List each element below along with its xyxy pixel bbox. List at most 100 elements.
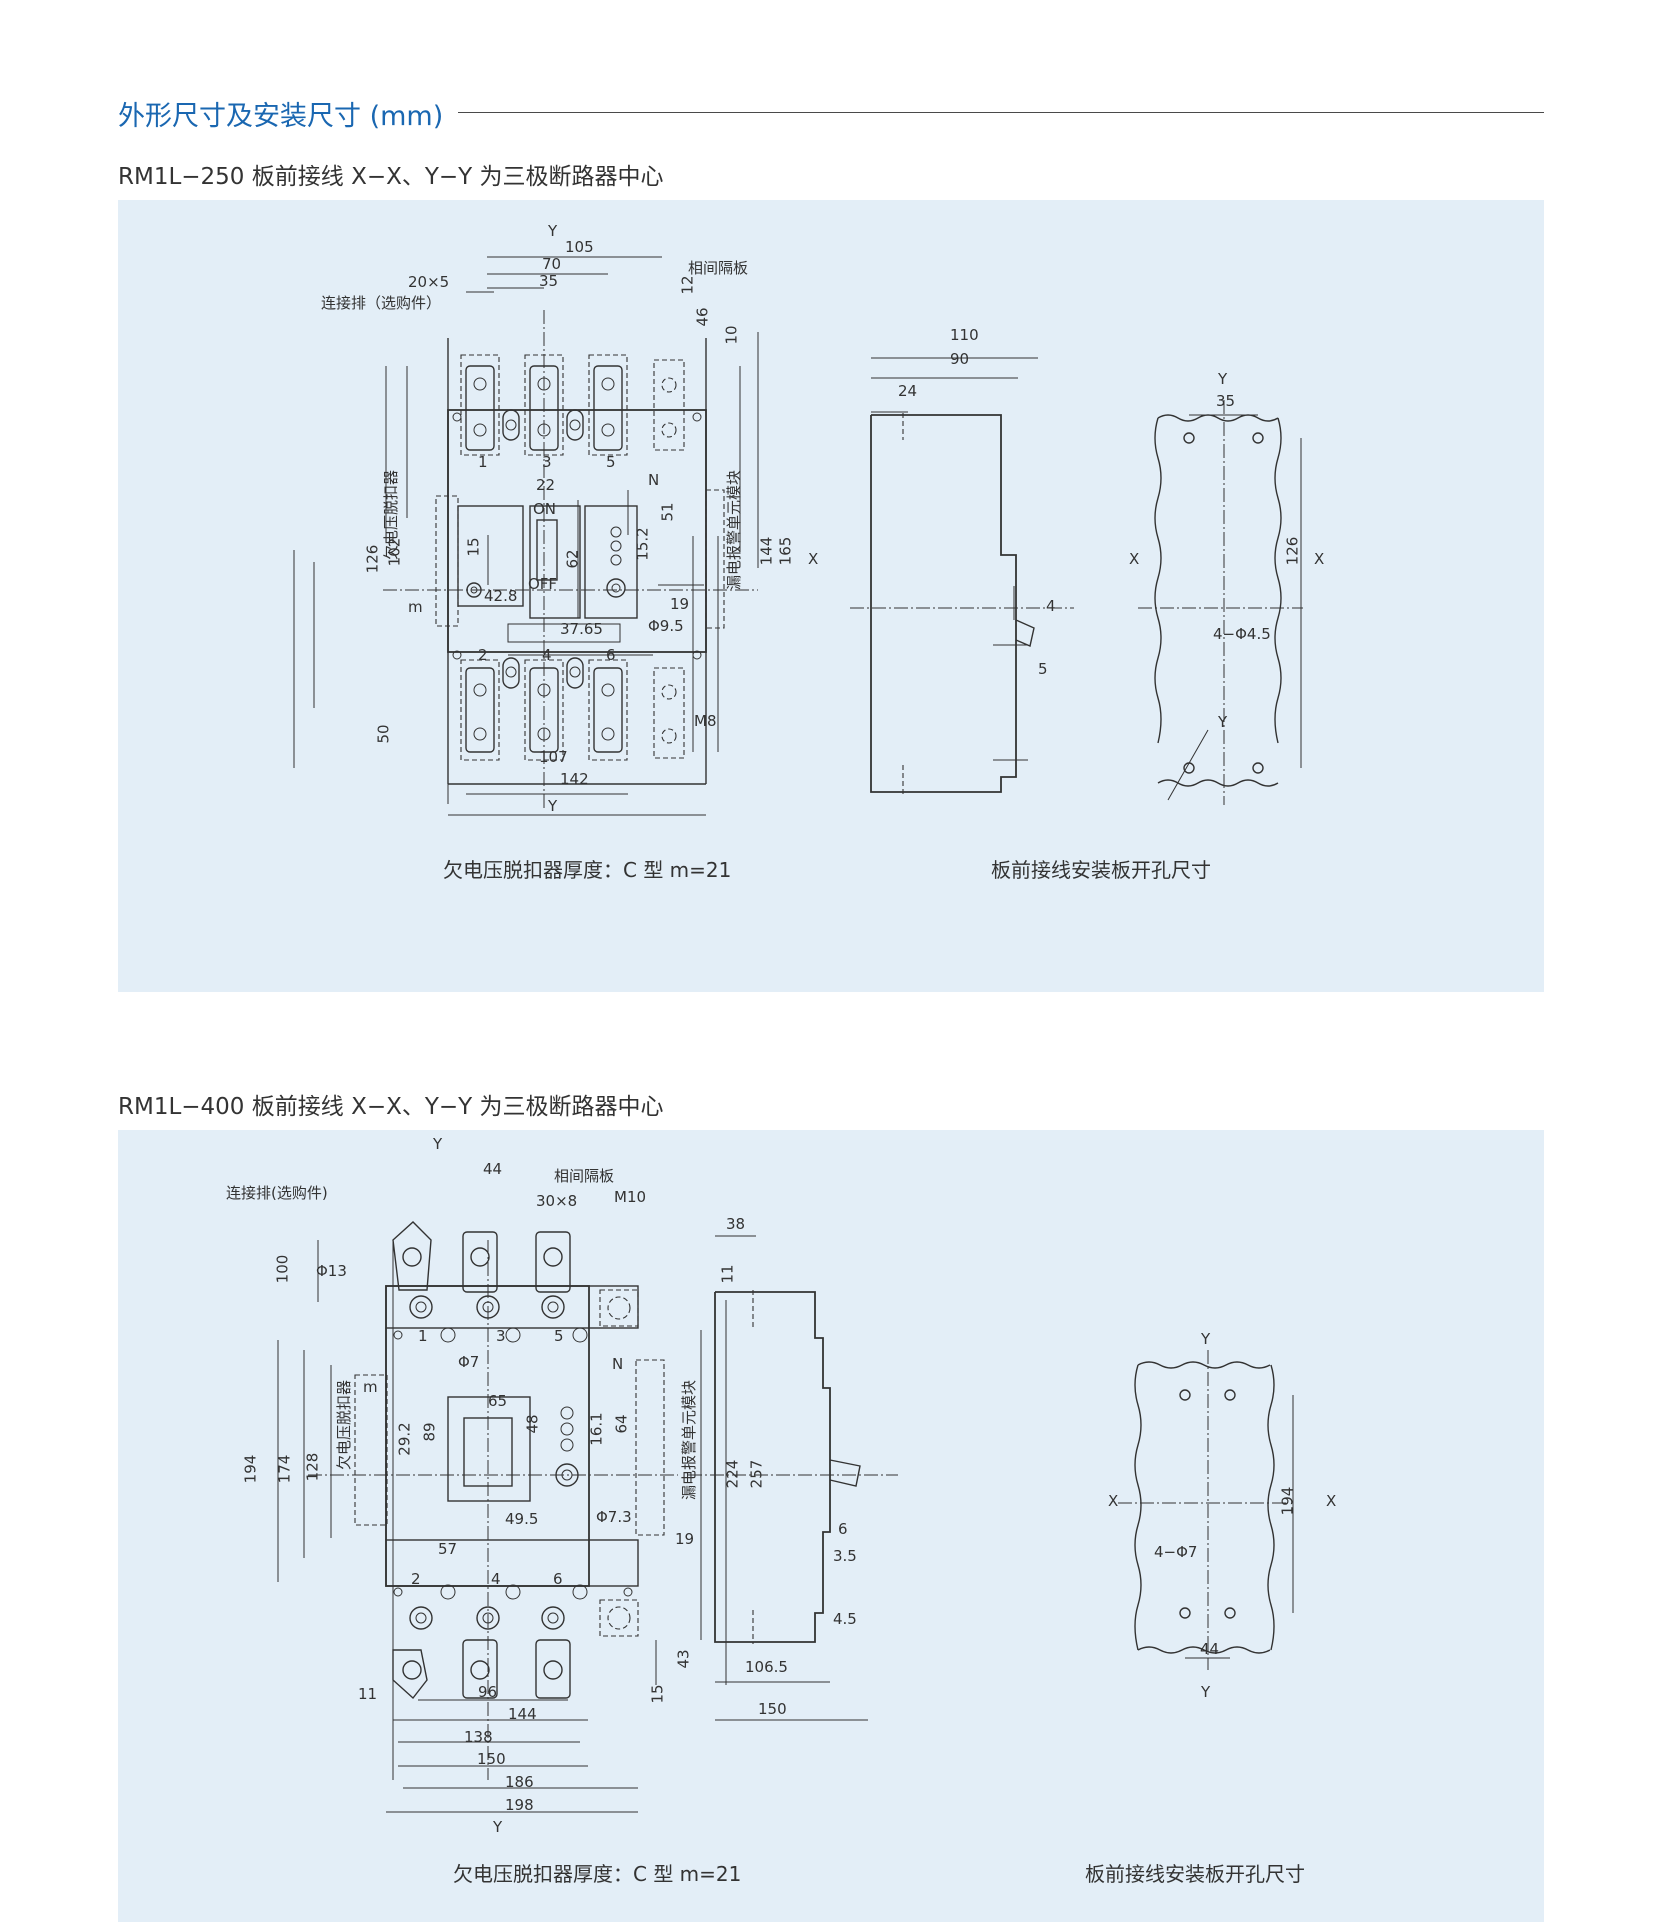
dim-198-400: 198 bbox=[505, 1796, 534, 1814]
dim-96-400: 96 bbox=[478, 1683, 498, 1701]
label-phase-barrier-400: 相间隔板 bbox=[554, 1167, 615, 1185]
dim-126: 126 bbox=[363, 544, 382, 574]
label-x-front: X bbox=[808, 550, 819, 568]
caption-undervoltage-250: 欠电压脱扣器厚度：C 型 m=21 bbox=[443, 858, 732, 882]
label-y-top: Y bbox=[548, 222, 558, 240]
dim-142: 142 bbox=[560, 770, 589, 788]
label-on: ON bbox=[533, 500, 557, 518]
dim-100-400: 100 bbox=[273, 1254, 292, 1284]
hole-label-x-right: X bbox=[1314, 550, 1325, 568]
dim-194-400: 194 bbox=[241, 1454, 260, 1484]
dim-15-2: 15.2 bbox=[633, 527, 652, 561]
label-n: N bbox=[648, 471, 660, 489]
hole-label-y-top-400: Y bbox=[1201, 1330, 1211, 1348]
dim-11-400: 11 bbox=[718, 1264, 737, 1284]
dim-144-400: 144 bbox=[508, 1705, 537, 1723]
hole-dim-4phi7-400: 4−Φ7 bbox=[1154, 1543, 1198, 1561]
hole-label-y-bottom-400: Y bbox=[1201, 1683, 1211, 1701]
side-dim-38: 38 bbox=[726, 1215, 746, 1233]
label-y-bottom-400: Y bbox=[493, 1818, 503, 1836]
dim-16-1-400: 16.1 bbox=[587, 1412, 606, 1446]
hole-dim-194-400: 194 bbox=[1278, 1486, 1297, 1516]
hole-dim-44-400: 44 bbox=[1200, 1640, 1220, 1658]
label-undervoltage-400: 欠电压脱扣器 bbox=[335, 1379, 353, 1470]
label-connector-400: 连接排(选购件) bbox=[226, 1184, 328, 1202]
dim-150-400: 150 bbox=[477, 1750, 506, 1768]
side-dim-24: 24 bbox=[898, 382, 918, 400]
caption-cutout-400: 板前接线安装板开孔尺寸 bbox=[1085, 1862, 1305, 1886]
dim-46: 46 bbox=[693, 307, 712, 327]
section-title: 外形尺寸及安装尺寸 (mm) bbox=[118, 101, 444, 132]
hole-label-x-left-400: X bbox=[1108, 1492, 1119, 1510]
dim-37-65: 37.65 bbox=[560, 620, 603, 638]
dim-65-400: 65 bbox=[488, 1392, 508, 1410]
label-off: OFF bbox=[528, 575, 558, 593]
dim-50: 50 bbox=[374, 724, 393, 744]
dim-15: 15 bbox=[464, 537, 483, 557]
dim-22: 22 bbox=[536, 476, 556, 494]
label-m: m bbox=[408, 598, 423, 616]
hole-label-y-top: Y bbox=[1218, 370, 1228, 388]
hole-label-x-right-400: X bbox=[1326, 1492, 1337, 1510]
subtitle-rm1l-400: RM1L−400 板前接线 X−X、Y−Y 为三极断路器中心 bbox=[118, 1094, 664, 1120]
drawing-rm1l-400 bbox=[277, 1221, 1294, 1813]
pole-3: 3 bbox=[542, 453, 552, 471]
hole-dim-35: 35 bbox=[1216, 392, 1236, 410]
dim-51: 51 bbox=[658, 502, 677, 522]
dim-57-400: 57 bbox=[438, 1540, 458, 1558]
side-view-250 bbox=[850, 357, 1074, 794]
label-n-400: N bbox=[612, 1355, 624, 1373]
label-phase-barrier: 相间隔板 bbox=[688, 259, 749, 277]
label-m-400: m bbox=[363, 1378, 378, 1396]
dim-89-400: 89 bbox=[420, 1422, 439, 1442]
title-rule bbox=[458, 112, 1544, 113]
label-connector: 连接排（选购件） bbox=[321, 294, 442, 312]
dim-phi7-400: Φ7 bbox=[458, 1353, 480, 1371]
label-y-top-400: Y bbox=[433, 1135, 443, 1153]
front-view-400 bbox=[277, 1221, 727, 1813]
dim-m10-400: M10 bbox=[614, 1188, 647, 1206]
label-y-bottom: Y bbox=[548, 797, 558, 815]
pole-4: 4 bbox=[542, 646, 552, 664]
dim-102: 102 bbox=[385, 537, 404, 567]
dim-29-2-400: 29.2 bbox=[395, 1422, 414, 1456]
pole-1-400: 1 bbox=[418, 1327, 428, 1345]
dim-m8: M8 bbox=[694, 712, 717, 730]
dim-12: 12 bbox=[678, 275, 697, 295]
pole-6-400: 6 bbox=[553, 1570, 563, 1588]
dim-43-400: 43 bbox=[674, 1649, 693, 1669]
hole-dim-4phi4-5: 4−Φ4.5 bbox=[1213, 625, 1271, 643]
pole-6: 6 bbox=[606, 646, 616, 664]
dim-19: 19 bbox=[670, 595, 690, 613]
dim-11b-400: 11 bbox=[358, 1685, 378, 1703]
side-dim-4-5: 4.5 bbox=[833, 1610, 857, 1628]
dim-174-400: 174 bbox=[275, 1454, 294, 1484]
side-dim-6: 6 bbox=[838, 1520, 848, 1538]
dim-64-400: 64 bbox=[612, 1414, 631, 1434]
hole-dim-126: 126 bbox=[1283, 536, 1302, 566]
pole-2-400: 2 bbox=[411, 1570, 421, 1588]
subtitle-rm1l-250: RM1L−250 板前接线 X−X、Y−Y 为三极断路器中心 bbox=[118, 164, 664, 190]
dim-phi7-3-400: Φ7.3 bbox=[596, 1508, 632, 1526]
dim-128-400: 128 bbox=[303, 1452, 322, 1482]
front-view-250 bbox=[293, 256, 759, 816]
hole-label-x-left: X bbox=[1129, 550, 1140, 568]
dim-19-400: 19 bbox=[675, 1530, 695, 1548]
dim-224-400: 224 bbox=[723, 1459, 742, 1489]
side-view-400 bbox=[688, 1235, 898, 1721]
caption-cutout-250: 板前接线安装板开孔尺寸 bbox=[991, 858, 1211, 882]
dim-30x8-400: 30×8 bbox=[536, 1192, 578, 1210]
pole-5-400: 5 bbox=[554, 1327, 564, 1345]
dim-70: 70 bbox=[542, 255, 562, 273]
dim-186-400: 186 bbox=[505, 1773, 534, 1791]
dim-48-400: 48 bbox=[523, 1414, 542, 1434]
hole-pattern-250 bbox=[1138, 400, 1303, 805]
dim-15-400: 15 bbox=[648, 1684, 667, 1704]
label-leakage: 漏电报警单元模块 bbox=[725, 469, 743, 590]
hole-pattern-400 bbox=[1118, 1350, 1294, 1670]
pole-5: 5 bbox=[606, 453, 616, 471]
dim-62: 62 bbox=[563, 549, 582, 569]
caption-undervoltage-400: 欠电压脱扣器厚度：C 型 m=21 bbox=[453, 1862, 742, 1886]
dim-20x5: 20×5 bbox=[408, 273, 450, 291]
drawing-panel-rm1l-250: Y 105 70 35 20×5 连接排（选购件） 相间隔板 12 46 10 … bbox=[118, 200, 1544, 992]
